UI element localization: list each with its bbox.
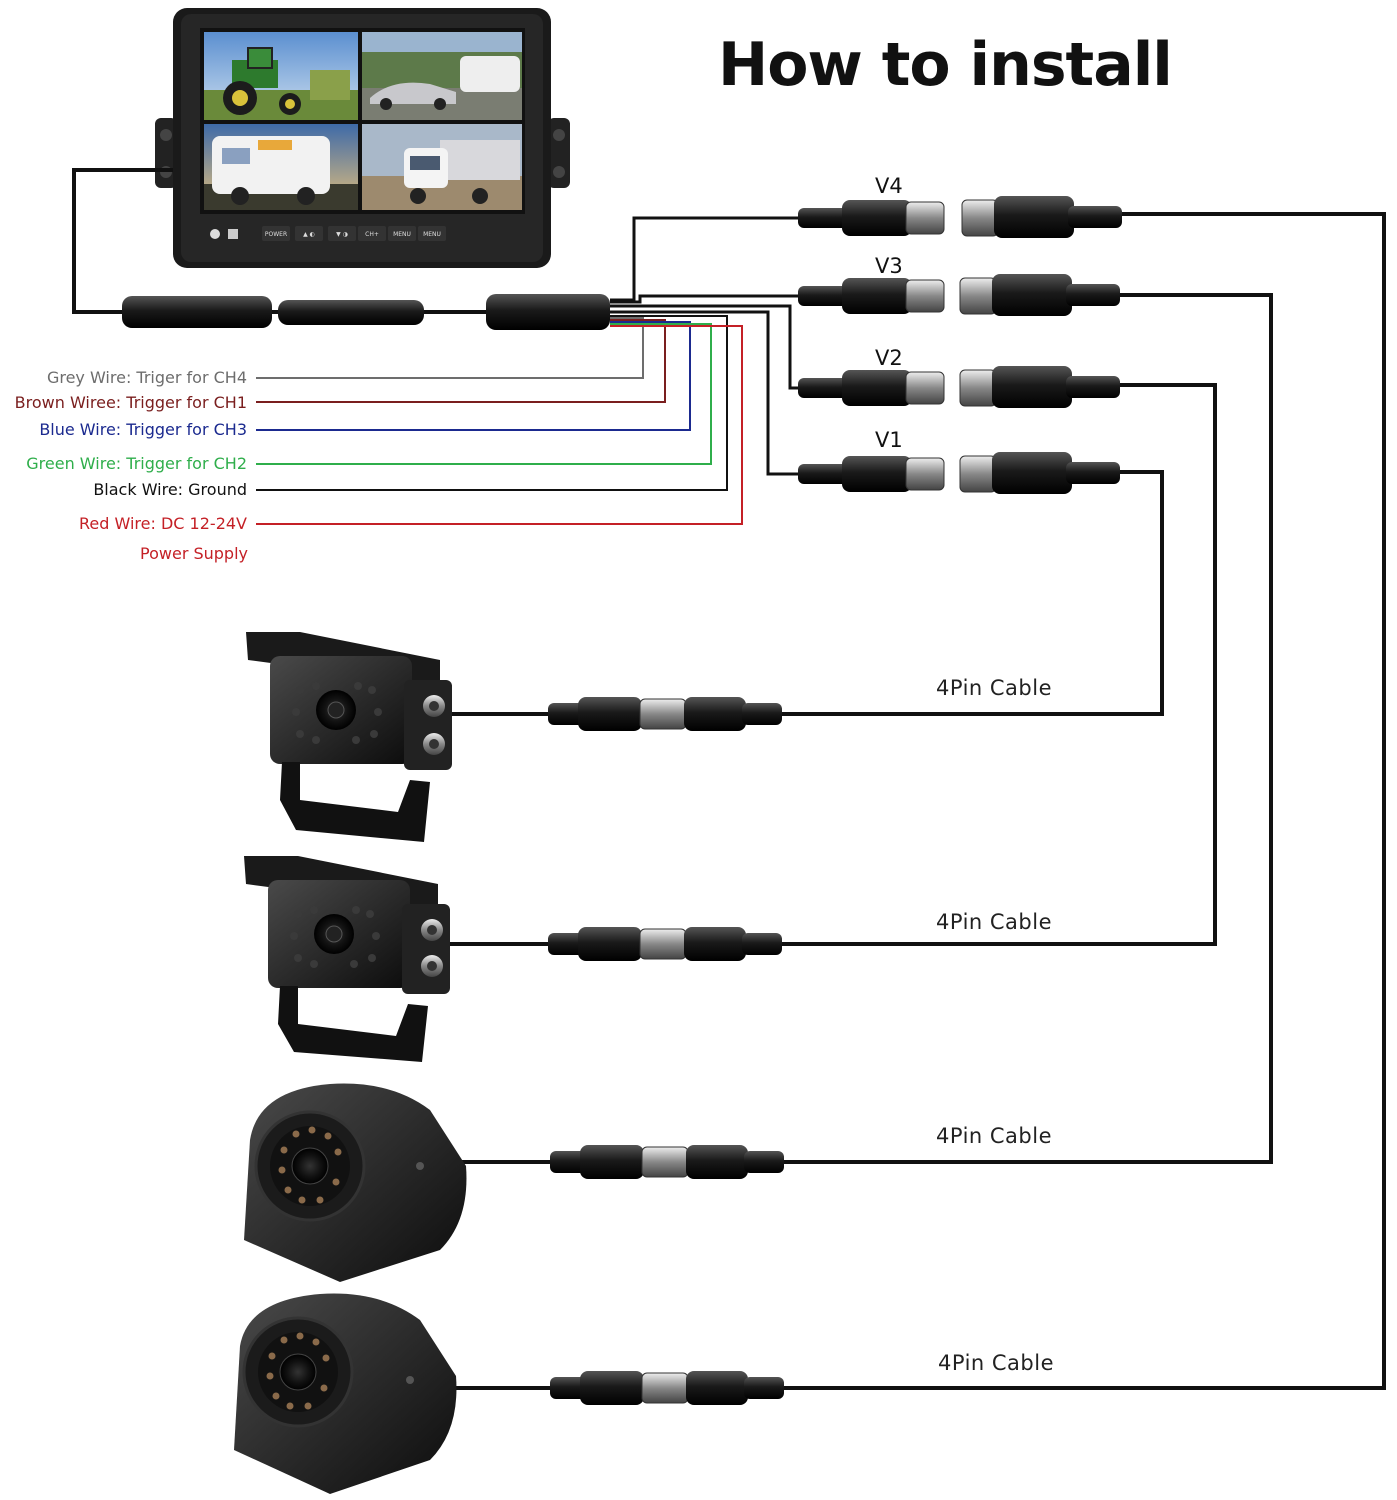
cable-label-4: 4Pin Cable: [938, 1351, 1054, 1375]
wire-blue: [256, 321, 691, 431]
monitor-button-menu[interactable]: [388, 226, 416, 241]
inline-connector-1: [548, 697, 782, 731]
wire-label-brown: Brown Wiree: Trigger for CH1: [14, 393, 247, 412]
camera-inline-connectors: [548, 697, 784, 1405]
monitor-button-down[interactable]: [328, 226, 356, 241]
monitor-button-label: ▼ ◑: [336, 231, 348, 238]
monitor-button-label: MENU: [423, 231, 441, 238]
monitor: POWER ▲ ◐ ▼ ◑ CH+ MENU MENU: [155, 8, 570, 268]
connector-pair-v4: [798, 196, 1122, 238]
cable-label-3: 4Pin Cable: [936, 1124, 1052, 1148]
cable-v3: [782, 293, 1273, 1164]
screen-quad-truck: [362, 124, 522, 210]
inline-connector-4: [550, 1371, 784, 1405]
monitor-button-ch[interactable]: [358, 226, 386, 241]
cable-v1: [782, 470, 1164, 716]
inline-connector-2: [548, 927, 782, 961]
wire-brown: [256, 319, 666, 403]
connector-pair-v1: [798, 452, 1120, 494]
wire-red: [256, 325, 743, 525]
cable-v2: [782, 383, 1217, 946]
channel-label-v4: V4: [875, 174, 903, 198]
channel-label-v3: V3: [875, 254, 903, 278]
monitor-led: [210, 229, 220, 239]
splitter-hub: [486, 294, 610, 330]
screen-quad-rv: [204, 124, 358, 210]
screen-quad-tractor: [204, 32, 358, 120]
inline-connector-3: [550, 1145, 784, 1179]
side-camera-2: [234, 1293, 457, 1494]
page-title: How to install: [718, 30, 1173, 100]
trigger-wires: [256, 315, 743, 525]
power-supply-label: Power Supply: [140, 544, 248, 563]
side-camera-1: [244, 1083, 467, 1282]
monitor-button-label: ▲ ◐: [303, 231, 315, 238]
channel-connectors: [798, 196, 1122, 494]
splitter-branches: [610, 216, 800, 476]
connector-pair-v3: [798, 274, 1120, 316]
cable-label-1: 4Pin Cable: [936, 676, 1052, 700]
rear-camera-1: [246, 632, 452, 842]
channel-label-v2: V2: [875, 346, 903, 370]
channel-label-v1: V1: [875, 428, 903, 452]
rear-camera-2: [244, 856, 450, 1062]
wire-green: [256, 323, 712, 465]
screen-quad-car: [362, 32, 522, 120]
camera-cables: [446, 212, 1386, 1390]
monitor-sensor: [228, 229, 238, 239]
monitor-cable-connectors: [122, 294, 610, 330]
wire-label-green: Green Wire: Trigger for CH2: [26, 454, 247, 473]
cable-v4: [782, 212, 1386, 1390]
monitor-button-label: MENU: [393, 231, 411, 238]
wire-grey: [256, 317, 644, 379]
cable-label-2: 4Pin Cable: [936, 910, 1052, 934]
wire-label-blue: Blue Wire: Trigger for CH3: [39, 420, 247, 439]
wire-label-black: Black Wire: Ground: [93, 480, 247, 499]
wire-black: [256, 315, 728, 491]
monitor-button-label: CH+: [365, 231, 379, 238]
wire-label-grey: Grey Wire: Triger for CH4: [46, 368, 247, 387]
monitor-button-label: POWER: [265, 231, 287, 238]
wire-label-red: Red Wire: DC 12-24V: [79, 514, 247, 533]
monitor-button-up[interactable]: [295, 226, 323, 241]
monitor-button-power[interactable]: [262, 226, 290, 241]
monitor-button-menu-2[interactable]: [418, 226, 446, 241]
connector-pair-v2: [798, 366, 1120, 408]
